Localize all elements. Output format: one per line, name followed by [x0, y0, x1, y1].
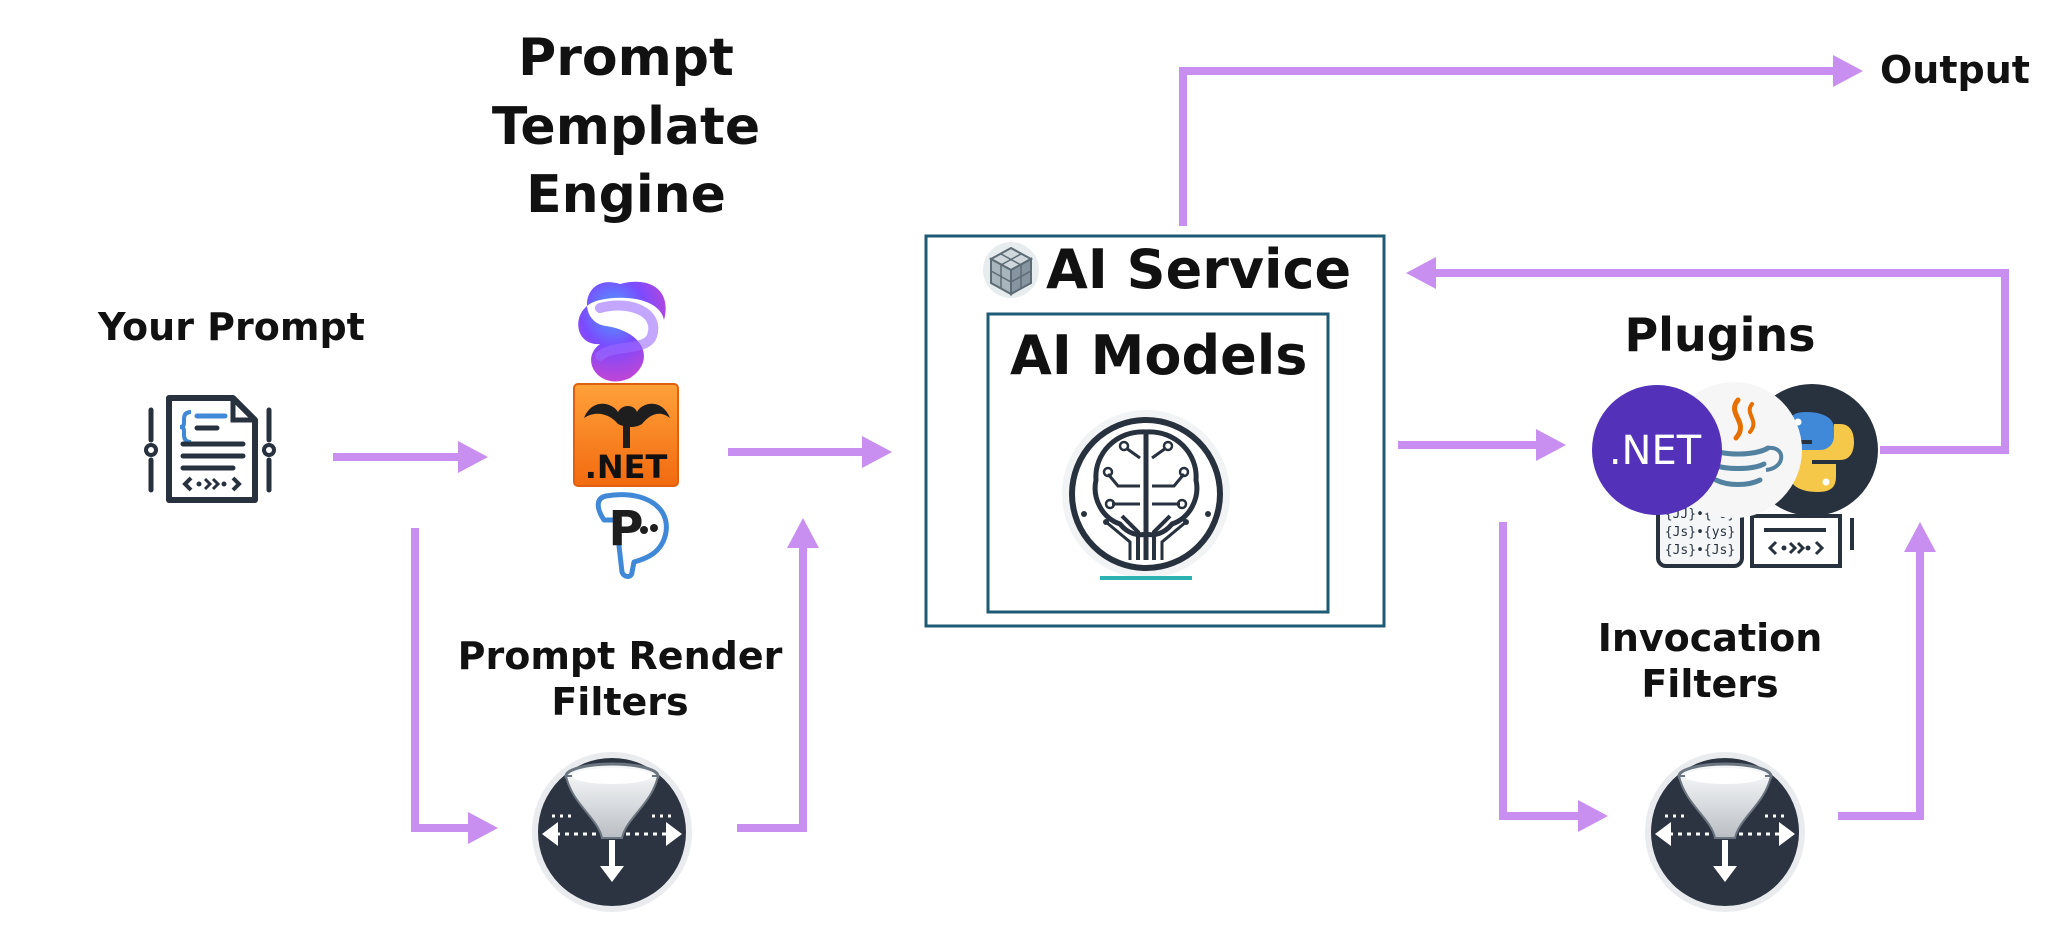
- arrows: [333, 55, 2009, 844]
- template-engine-label: Prompt Template Engine: [476, 24, 776, 230]
- arrow-prompt-to-engine: [333, 441, 488, 473]
- js-line: {Js}•{Js}: [1665, 543, 1735, 558]
- arrow-invocation-filters-up: [1838, 522, 1936, 820]
- render-filters-line: Prompt Render: [457, 634, 783, 678]
- funnel-filter-icon: [532, 739, 692, 912]
- output-label: Output: [1880, 48, 2030, 92]
- invocation-filters-label: Invocation Filters: [1560, 616, 1860, 707]
- brain-circuit-icon: [1062, 410, 1230, 580]
- arrow-plugins-back-to-ai-service: [1406, 257, 2009, 454]
- semantic-kernel-logo-icon: [578, 281, 666, 382]
- handlebars-dotnet-icon: .NET: [573, 383, 679, 487]
- arrow-to-invocation-filters: [1499, 522, 1608, 832]
- arrow-ai-service-to-output: [1179, 55, 1863, 226]
- invocation-filters-line: Filters: [1641, 661, 1779, 706]
- dotnet-text: .NET: [1609, 428, 1702, 474]
- js-line: {Js}•{ys}: [1665, 525, 1735, 540]
- arrow-prompt-to-render-filters: [411, 528, 498, 844]
- render-filters-line: Filters: [551, 679, 689, 724]
- plugin-document-code-icon: [1750, 514, 1854, 568]
- ai-models-label: AI Models: [1010, 324, 1308, 387]
- cube-grid-icon: [983, 242, 1039, 298]
- your-prompt-label: Your Prompt: [98, 305, 365, 349]
- handlebars-dotnet-text: .NET: [585, 448, 668, 486]
- template-engine-line: Prompt: [518, 28, 734, 88]
- plugins-label: Plugins: [1624, 308, 1816, 362]
- dotnet-icon: .NET: [1592, 385, 1722, 515]
- arrow-render-filters-up: [737, 518, 819, 832]
- render-filters-label: Prompt Render Filters: [450, 634, 790, 725]
- ai-service-box: [924, 234, 1386, 628]
- funnel-filter-icon: [1645, 739, 1805, 912]
- prompty-icon: P: [595, 492, 669, 579]
- arrow-ai-service-to-plugins: [1398, 429, 1566, 461]
- document-code-icon: [144, 395, 276, 503]
- invocation-filters-line: Invocation: [1597, 616, 1823, 660]
- ai-service-label: AI Service: [1046, 238, 1352, 301]
- ai-models-box: [986, 312, 1330, 614]
- template-engine-line: Template: [491, 96, 761, 157]
- prompty-text: P: [608, 501, 643, 557]
- arrow-engine-to-ai-service: [728, 436, 892, 468]
- template-engine-line: Engine: [526, 165, 726, 226]
